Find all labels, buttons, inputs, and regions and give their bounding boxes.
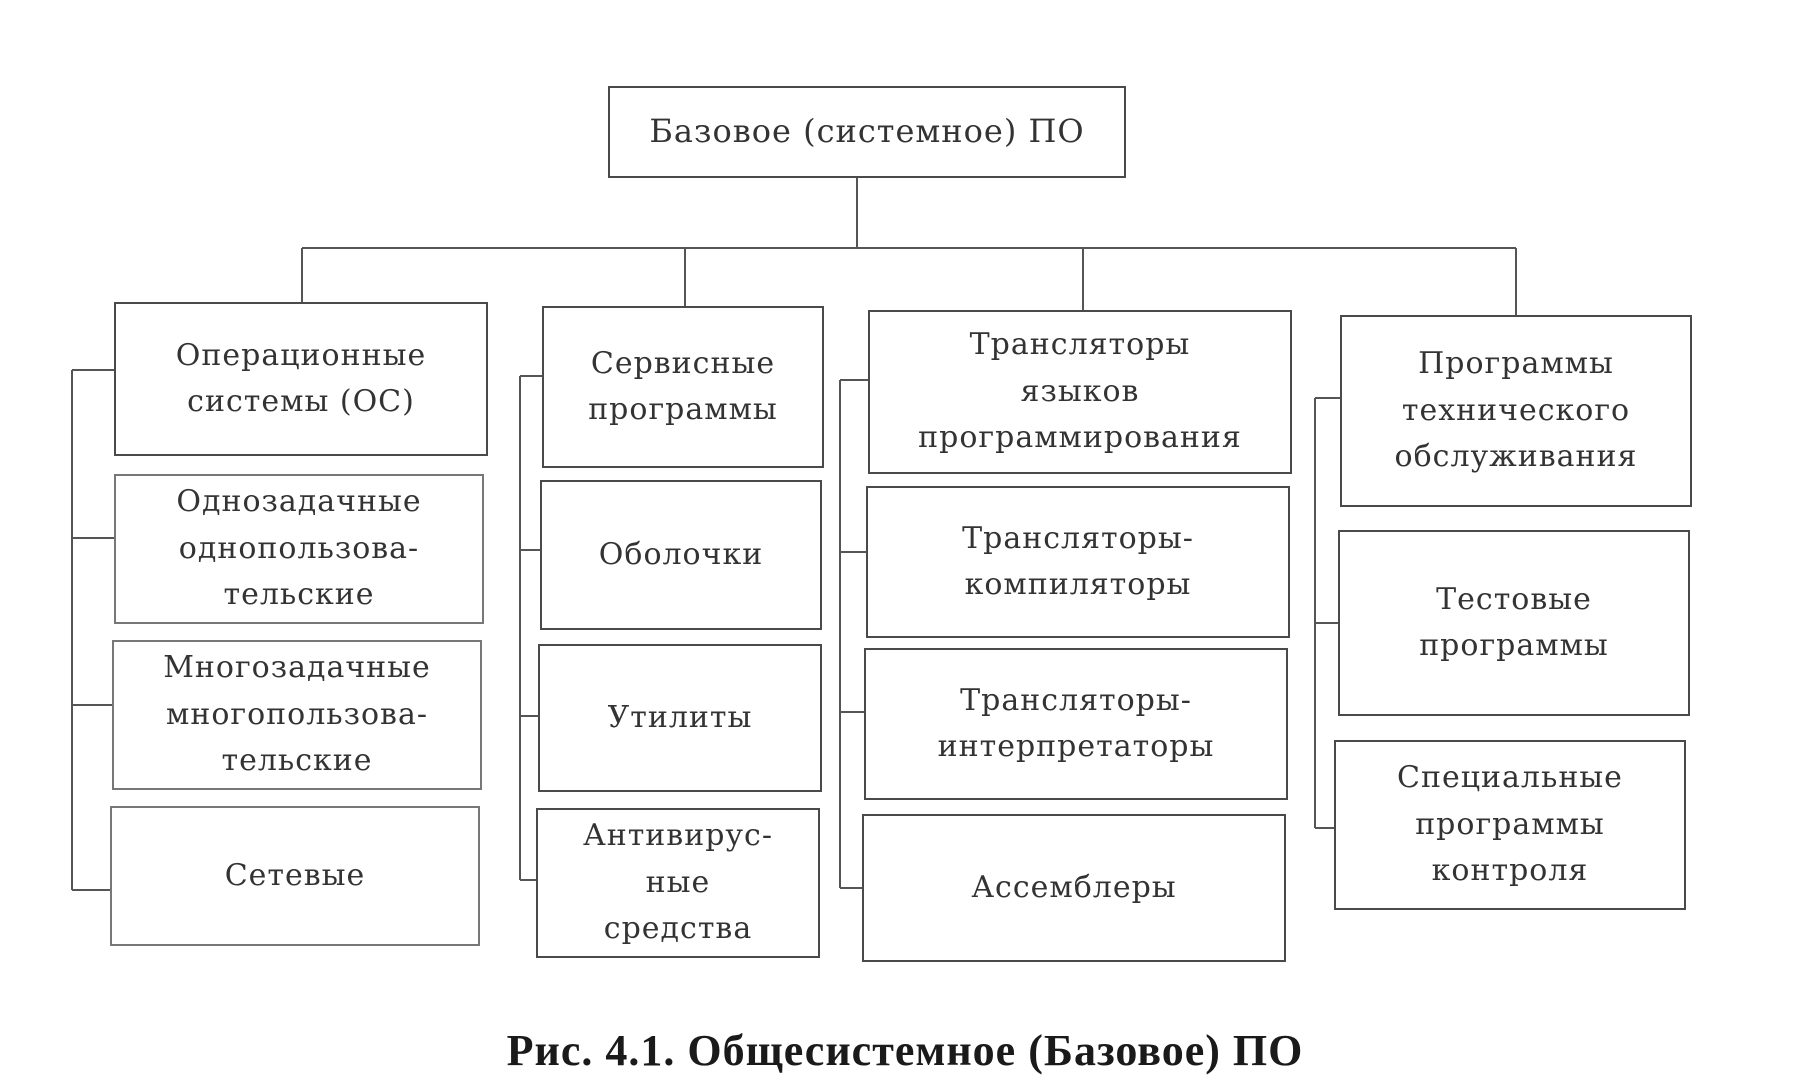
- os-single-task-single-user: Однозадачные однопользова- тельские: [114, 474, 484, 624]
- category-language-translators: Трансляторы языков программирования: [868, 310, 1292, 474]
- translators-interpreters: Трансляторы- интерпретаторы: [864, 648, 1288, 800]
- service-shells: Оболочки: [540, 480, 822, 630]
- translators-compilers: Трансляторы- компиляторы: [866, 486, 1290, 638]
- service-utilities: Утилиты: [538, 644, 822, 792]
- category-maintenance-programs: Программы технического обслуживания: [1340, 315, 1692, 507]
- translators-assemblers: Ассемблеры: [862, 814, 1286, 962]
- category-operating-systems: Операционные системы (ОС): [114, 302, 488, 456]
- figure-caption: Рис. 4.1. Общесистемное (Базовое) ПО: [506, 1026, 1304, 1075]
- service-antivirus: Антивирус- ные средства: [536, 808, 820, 958]
- maintenance-control-programs: Специальные программы контроля: [1334, 740, 1686, 910]
- os-multitask-multiuser: Многозадачные многопользова- тельские: [112, 640, 482, 790]
- root-node: Базовое (системное) ПО: [608, 86, 1126, 178]
- os-network: Сетевые: [110, 806, 480, 946]
- category-service-programs: Сервисные программы: [542, 306, 824, 468]
- maintenance-test-programs: Тестовые программы: [1338, 530, 1690, 716]
